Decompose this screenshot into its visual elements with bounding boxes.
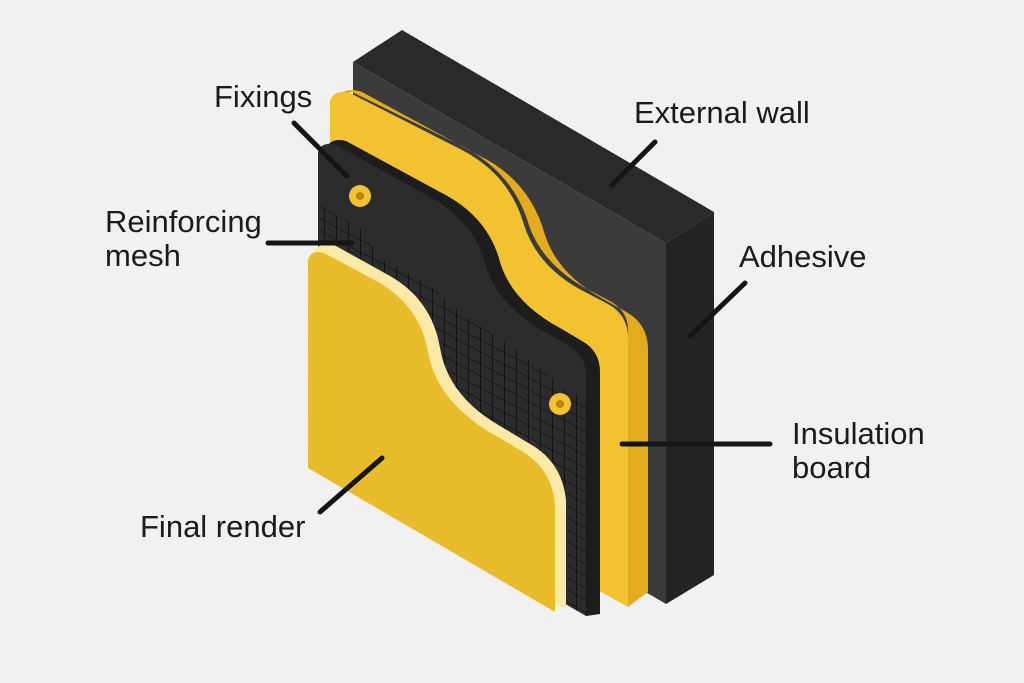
reinforcing-mesh-label-line2: mesh xyxy=(105,238,181,273)
insulation-board-label-line2: board xyxy=(792,450,872,485)
reinforcing-mesh-label-line1: Reinforcing xyxy=(105,204,262,239)
external-wall-label: External wall xyxy=(634,95,810,130)
reinforcing-mesh-label: Reinforcing mesh xyxy=(105,205,262,273)
fixings-label: Fixings xyxy=(214,79,313,114)
final-render-layer xyxy=(308,244,566,612)
final-render-label: Final render xyxy=(140,509,306,544)
external-wall-top xyxy=(353,30,714,243)
fixings-leader-line xyxy=(291,120,350,179)
external-wall-leader-line xyxy=(609,139,658,188)
insulation-board-label: Insulation board xyxy=(792,417,925,485)
leader-lines xyxy=(265,120,773,515)
external-wall-side xyxy=(666,212,714,604)
render-face xyxy=(308,252,555,612)
render-leader-line xyxy=(317,455,385,515)
insulation-board-label-line1: Insulation xyxy=(792,416,925,451)
fixing-bottom xyxy=(549,393,571,415)
adhesive-label: Adhesive xyxy=(739,239,867,274)
adhesive-leader-line xyxy=(687,280,748,339)
fixing-top xyxy=(349,185,371,207)
